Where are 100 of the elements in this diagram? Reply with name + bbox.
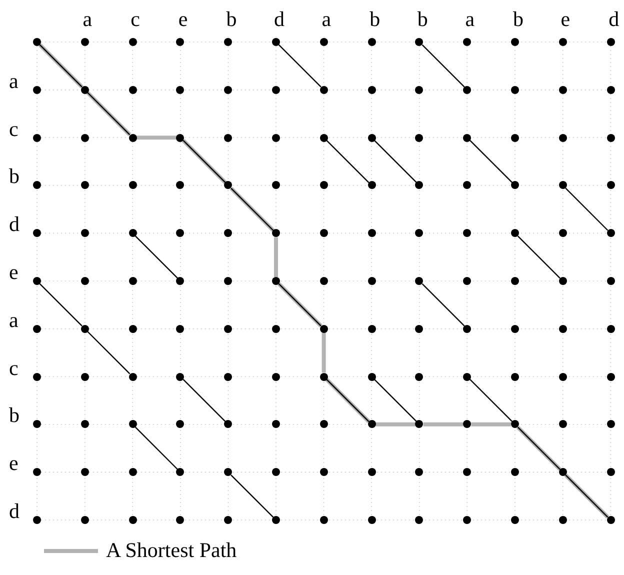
sequence-letter: b	[513, 8, 524, 30]
grid-dot	[511, 86, 519, 94]
path-segment	[471, 422, 511, 426]
sequence-letter: b	[226, 8, 237, 30]
grid-dot	[463, 38, 472, 46]
grid-dot	[128, 181, 137, 190]
grid-dot	[606, 181, 615, 190]
path-segment	[325, 378, 370, 423]
grid-dot	[224, 181, 232, 190]
legend-label: A Shortest Path	[106, 539, 237, 561]
grid-dot	[558, 372, 567, 381]
path-segment	[38, 43, 84, 88]
grid-dot	[33, 468, 41, 476]
grid-dot	[606, 134, 615, 142]
sequence-letter: a	[82, 8, 92, 30]
grid-dot	[511, 134, 519, 142]
sequence-letter: a	[465, 8, 475, 30]
match-line	[374, 379, 417, 422]
grid-dot	[224, 38, 232, 46]
grid-dot	[368, 229, 376, 238]
sequence-letter: e	[560, 8, 570, 30]
grid-dot	[272, 134, 280, 142]
path-segment	[274, 237, 278, 277]
match-line	[470, 379, 513, 422]
match-line	[39, 283, 82, 326]
grid-dot	[176, 468, 184, 476]
grid-dot	[558, 324, 567, 333]
sequence-letter: e	[9, 261, 18, 283]
grid-dot	[368, 372, 376, 381]
grid-dot	[415, 420, 424, 428]
match-line	[135, 236, 178, 279]
grid-dot	[606, 324, 615, 333]
grid-dot	[176, 38, 184, 46]
grid-dot	[558, 468, 567, 476]
grid-dot	[606, 277, 615, 285]
sequence-letter: a	[9, 308, 18, 331]
grid-dot	[80, 324, 89, 333]
match-line	[230, 474, 274, 518]
grid-dot	[176, 516, 184, 524]
grid-dot	[320, 134, 328, 142]
path-segment	[516, 426, 562, 471]
grid-dot	[80, 277, 89, 285]
grid-dot	[511, 181, 519, 190]
grid-dot	[320, 229, 328, 238]
grid-dot	[415, 86, 424, 94]
sequence-letter: b	[417, 8, 428, 30]
grid-dot	[128, 324, 137, 333]
grid-dot	[415, 468, 424, 476]
grid-dot	[128, 420, 137, 428]
grid-dot	[320, 468, 328, 476]
grid-dot	[80, 38, 89, 46]
path-segment	[136, 136, 176, 140]
grid-dot	[224, 420, 232, 428]
grid-dot	[176, 181, 184, 190]
grid-dot	[558, 86, 567, 94]
grid-dot	[415, 181, 424, 190]
grid-dot	[320, 181, 328, 190]
grid-dot	[33, 516, 41, 524]
grid-dot	[272, 38, 280, 46]
grid-dot	[606, 468, 615, 476]
path-segment	[182, 139, 227, 184]
grid-dot	[463, 420, 472, 428]
path-segment	[277, 282, 322, 328]
path-segment	[564, 474, 610, 519]
grid-dot	[511, 277, 519, 285]
grid-dot	[272, 229, 280, 238]
grid-dot	[176, 324, 184, 333]
grid-dot	[320, 372, 328, 381]
grid-dot	[606, 516, 615, 524]
grid-dot	[463, 229, 472, 238]
grid-dot	[463, 86, 472, 94]
sequence-letter: b	[370, 8, 380, 30]
grid-dot	[415, 324, 424, 333]
grid-dot	[272, 86, 280, 94]
grid-dot	[558, 229, 567, 238]
grid-dot	[463, 134, 472, 142]
grid-dot	[224, 468, 232, 476]
sequence-letter: a	[9, 70, 18, 92]
grid-dot	[415, 38, 424, 46]
grid-dot	[511, 324, 519, 333]
match-line	[565, 188, 608, 231]
sequence-letter: d	[608, 8, 620, 30]
grid-dot	[463, 324, 472, 333]
grid-dot	[320, 38, 328, 46]
grid-dot	[368, 86, 376, 94]
grid-dot	[33, 134, 41, 142]
grid-dot	[368, 468, 376, 476]
sequence-letter: d	[9, 500, 20, 522]
grid-dot	[511, 38, 519, 46]
grid-dot	[272, 372, 280, 381]
grid-dot	[320, 86, 328, 94]
grid-dot	[368, 181, 376, 190]
grid-dot	[128, 277, 137, 285]
grid-dot	[511, 372, 519, 381]
grid-dot	[80, 468, 89, 476]
grid-dot	[511, 420, 519, 428]
match-line	[278, 44, 322, 88]
grid-dot	[463, 516, 472, 524]
grid-dot	[80, 372, 89, 381]
grid-dot	[272, 468, 280, 476]
